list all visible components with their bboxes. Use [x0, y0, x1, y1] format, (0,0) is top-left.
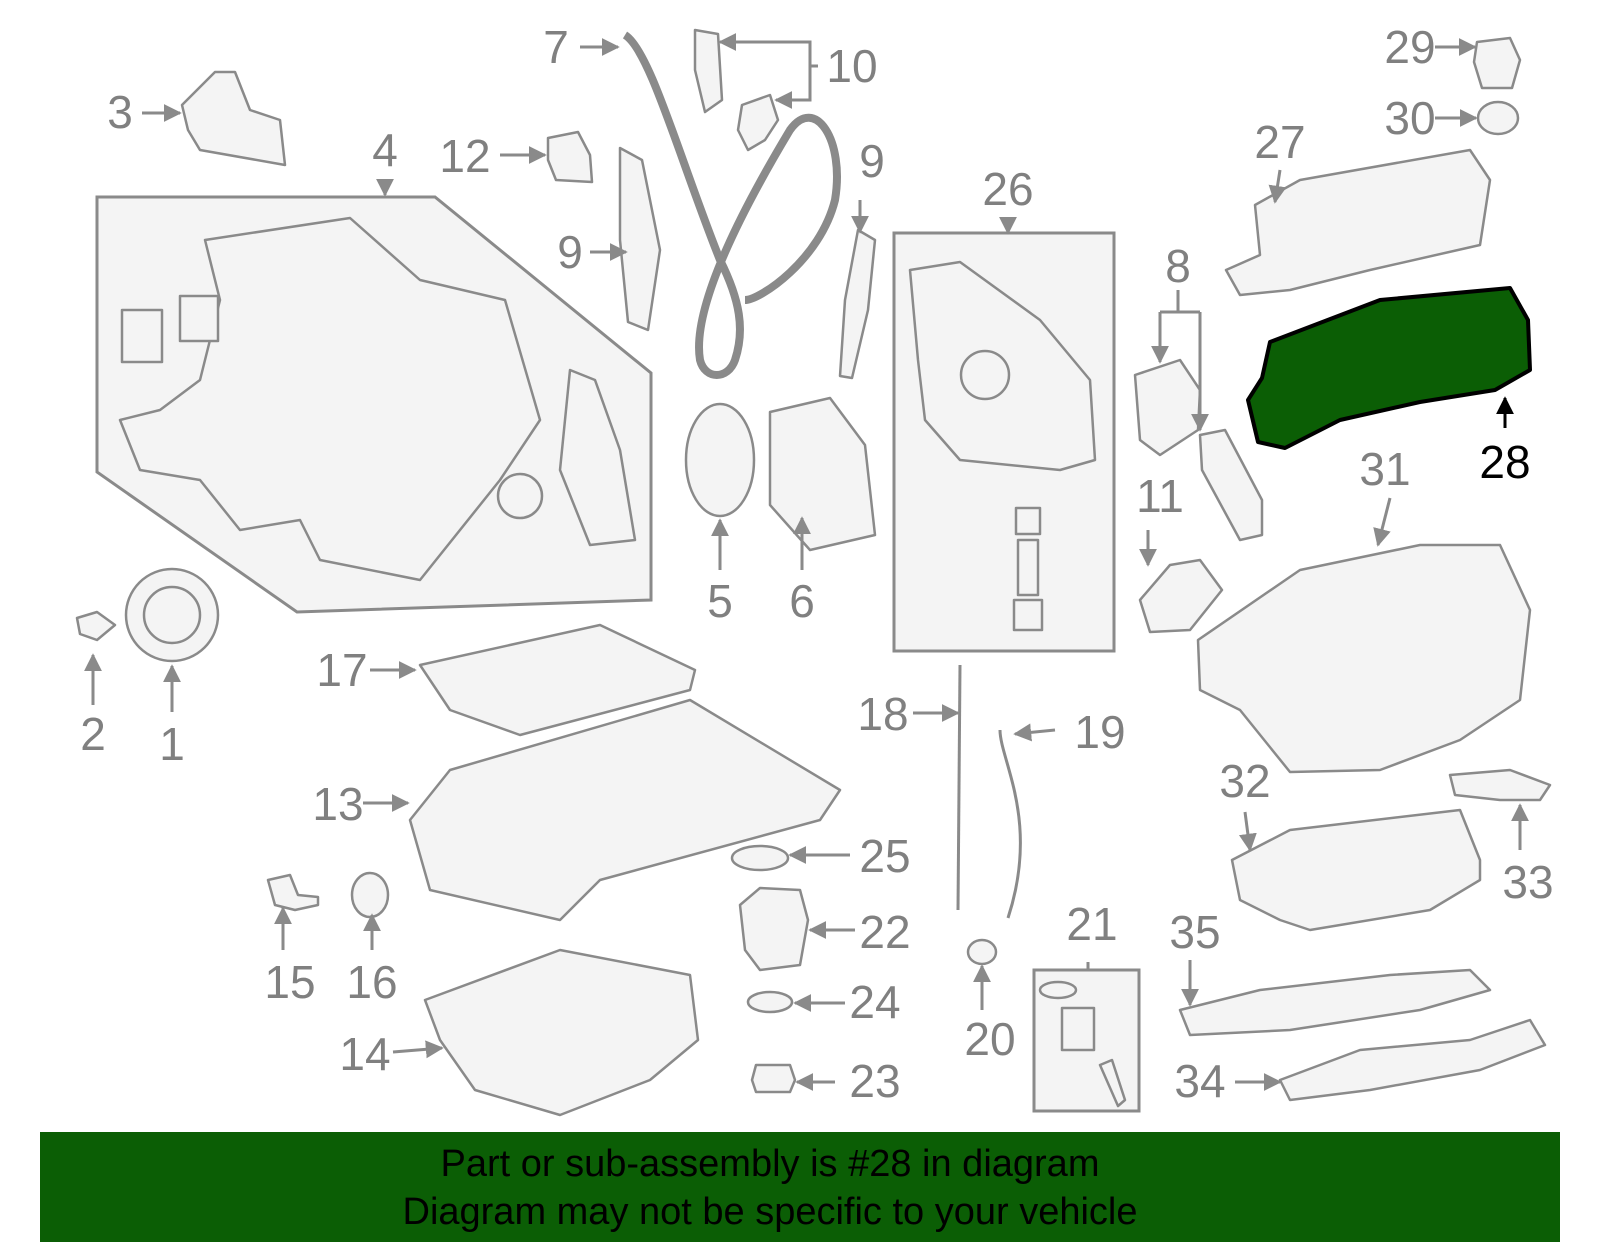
callout-26: 26 [982, 163, 1033, 215]
callout-16: 16 [346, 956, 397, 1008]
callout-33: 33 [1502, 856, 1553, 908]
callout-28: 28 [1479, 436, 1530, 488]
callout-2: 2 [80, 708, 106, 760]
intake-plenum-32 [1230, 808, 1482, 932]
banner-line-1: Part or sub-assembly is #28 in diagram [440, 1143, 1100, 1185]
callout-21: 21 [1066, 898, 1117, 950]
oil-pump-26 [908, 260, 1097, 632]
oil-cap-seal-30 [1476, 100, 1520, 136]
callout-18: 18 [857, 688, 908, 740]
lower-oil-pan-14 [423, 948, 700, 1117]
engine-parts-diagram: 1 2 3 4 5 6 7 8 9 9 10 11 12 13 14 15 16… [75, 21, 1554, 1117]
chain-tensioner-10a [693, 28, 724, 114]
banner-line-2: Diagram may not be specific to your vehi… [402, 1191, 1138, 1233]
oil-filter-housing-22 [738, 886, 810, 972]
leader-lines [84, 33, 1529, 1091]
dipstick-tube-19 [998, 729, 1022, 919]
callout-34: 34 [1174, 1055, 1225, 1107]
o-ring-25 [730, 844, 790, 872]
callout-15: 15 [264, 956, 315, 1008]
chain-guide-right [838, 228, 877, 380]
callout-numbers: 1 2 3 4 5 6 7 8 9 9 10 11 12 13 14 15 16… [80, 21, 1553, 1107]
gasket-33 [1448, 768, 1552, 802]
callout-1: 1 [159, 718, 185, 770]
callout-29: 29 [1384, 21, 1435, 73]
gasket-8b [1198, 428, 1264, 542]
callout-32: 32 [1219, 755, 1270, 807]
callout-19: 19 [1074, 706, 1125, 758]
bracket-11 [1138, 558, 1224, 634]
callout-25: 25 [859, 830, 910, 882]
o-ring-24 [746, 990, 794, 1014]
callout-7: 7 [543, 21, 569, 73]
info-banner: Part or sub-assembly is #28 in diagram D… [40, 1132, 1560, 1242]
gasket-8a [1133, 358, 1202, 457]
callout-9-right: 9 [859, 135, 885, 187]
o-ring-20 [966, 938, 998, 966]
callout-9-left: 9 [557, 226, 583, 278]
oil-cap-29 [1472, 36, 1522, 90]
callout-6: 6 [789, 575, 815, 627]
callout-22: 22 [859, 906, 910, 958]
callout-10: 10 [826, 40, 877, 92]
valve-cover-gasket-28 [1246, 286, 1532, 450]
callout-8: 8 [1165, 240, 1191, 292]
callout-4: 4 [372, 124, 398, 176]
gasket-34 [1278, 1018, 1547, 1102]
callout-30: 30 [1384, 92, 1435, 144]
rear-seal-retainer-6 [768, 396, 877, 552]
callout-23: 23 [849, 1055, 900, 1107]
chain-guide-left [618, 146, 662, 332]
callout-5: 5 [707, 575, 733, 627]
timing-chain [622, 31, 841, 379]
oil-pan-13 [408, 698, 842, 922]
callout-11: 11 [1136, 470, 1184, 522]
valve-cover-27 [1224, 148, 1492, 297]
crankshaft-pulley [124, 567, 220, 663]
callout-14: 14 [339, 1028, 390, 1080]
drain-plug-15 [266, 873, 320, 912]
gasket-35 [1178, 968, 1492, 1037]
dipstick-18 [956, 664, 962, 911]
chain-tensioner-10b [736, 93, 780, 152]
oil-seal-5 [684, 402, 756, 518]
part-3-bracket [180, 70, 287, 167]
oil-filter-element-21 [1038, 980, 1127, 1108]
callout-17: 17 [316, 644, 367, 696]
timing-cover-assembly [118, 216, 637, 582]
baffle-17 [418, 623, 697, 737]
pulley-bolt [75, 610, 117, 642]
callout-31: 31 [1359, 443, 1410, 495]
callout-3: 3 [107, 86, 133, 138]
intake-manifold-31 [1196, 543, 1532, 774]
plug-23 [750, 1063, 797, 1094]
callout-12: 12 [439, 130, 490, 182]
gasket-16 [350, 871, 390, 919]
callout-20: 20 [964, 1013, 1015, 1065]
part-12-bracket [546, 130, 594, 184]
callout-13: 13 [312, 778, 363, 830]
callout-35: 35 [1169, 906, 1220, 958]
callout-24: 24 [849, 976, 900, 1028]
callout-27: 27 [1254, 116, 1305, 168]
